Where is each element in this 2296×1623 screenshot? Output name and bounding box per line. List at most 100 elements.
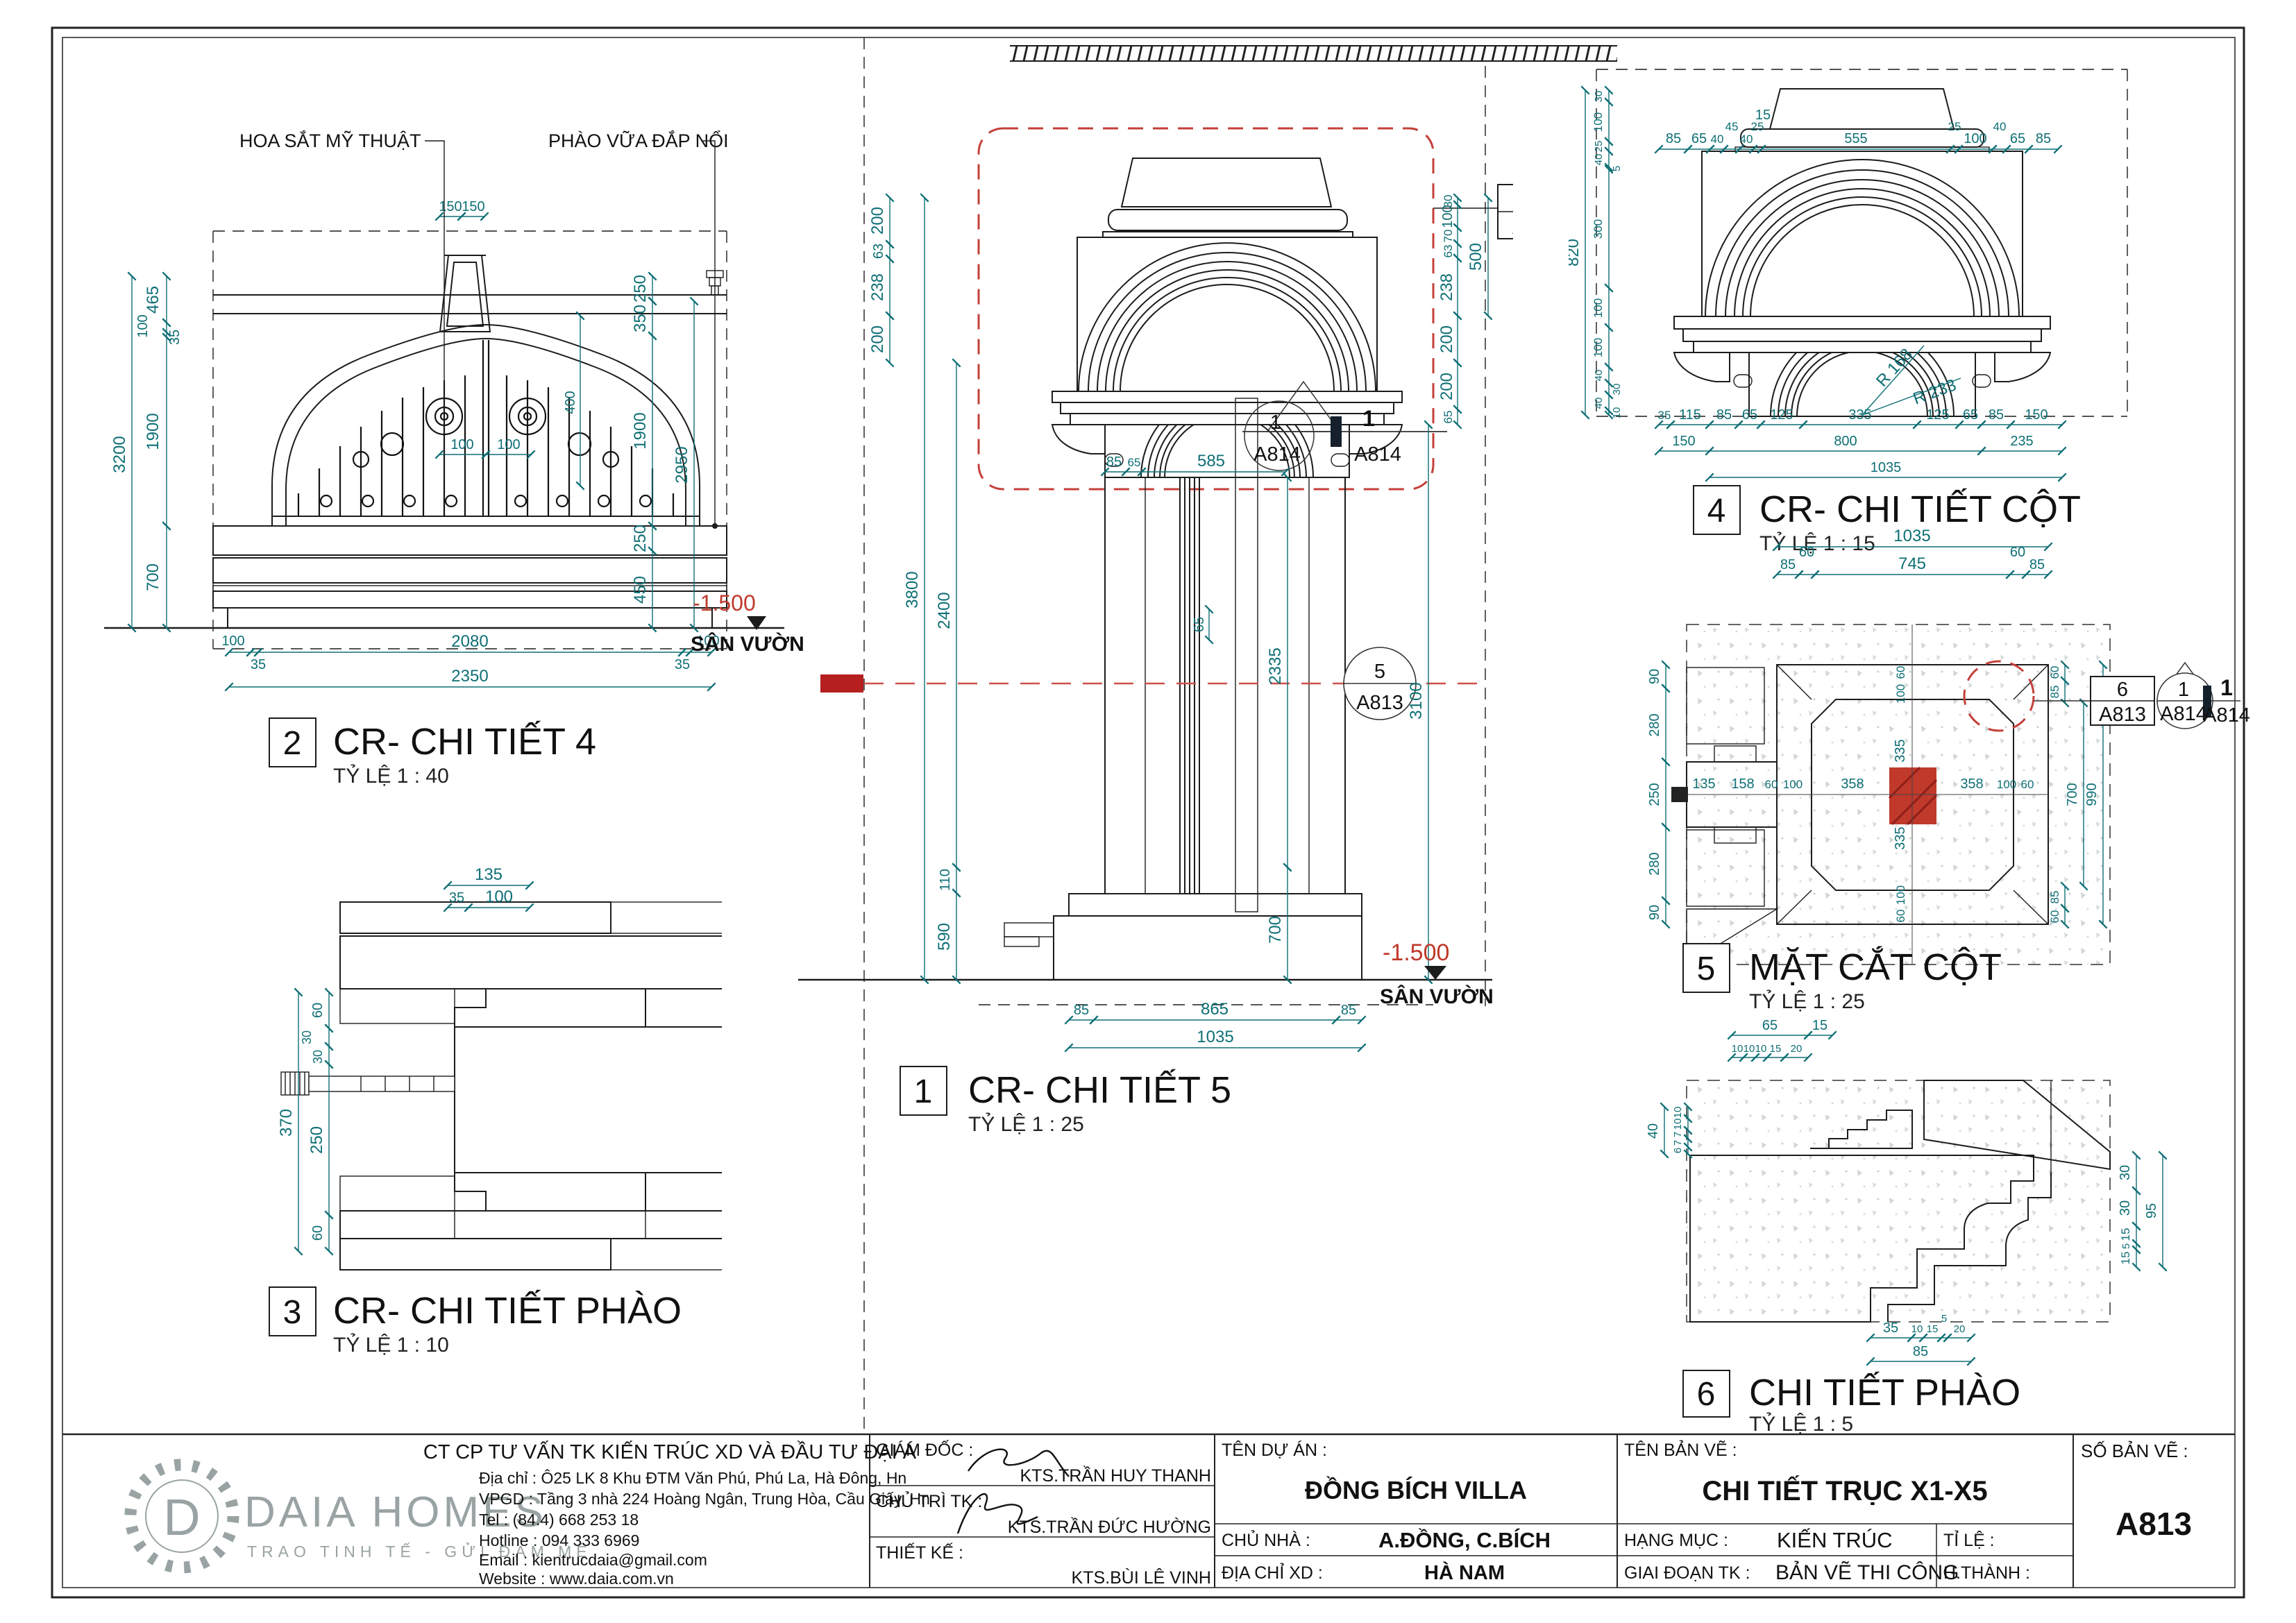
dim-label: 700 — [2065, 783, 2080, 806]
company-logo: D DAIA HOMES TRAO TINH TẾ - GỬI ĐAM MÊ — [124, 1459, 592, 1574]
company-name: CT CP TƯ VẤN TK KIẾN TRÚC XD VÀ ĐẦU TƯ Đ… — [423, 1440, 917, 1463]
dim-label: 100 — [1592, 112, 1605, 132]
column-head-enlarged — [1673, 88, 2052, 417]
dim-label: 100 — [1894, 885, 1907, 905]
detail-1-dimensions: 200 63 238 200 3800 2400 110 590 30 100 … — [868, 193, 1493, 1053]
dim-label: 15 — [1812, 1018, 1827, 1033]
dim-label: 500 — [1467, 243, 1485, 271]
dim-label: 70 — [1442, 230, 1455, 243]
dim-label: 200 — [868, 207, 887, 235]
project-name: ĐỒNG BÍCH VILLA — [1305, 1475, 1527, 1504]
anchor-plate — [1671, 787, 1688, 802]
dim-label: 35 — [675, 657, 690, 672]
dim-label: 63 — [871, 244, 886, 259]
plan-section-drawing — [1671, 624, 2111, 966]
title-block-grid — [62, 1433, 2235, 1588]
dim-label: 2335 — [1266, 647, 1285, 684]
section-cut-mark — [820, 674, 863, 692]
dim-label: 350 — [631, 305, 650, 332]
dim-label: 40 — [1711, 133, 1724, 146]
dim-label: 100 — [1997, 778, 2016, 791]
callout-number: 6 — [2117, 679, 2128, 701]
dim-label: 15 — [2119, 1252, 2132, 1265]
dim-label: 115 — [1679, 407, 1701, 423]
signer-name: KTS.BÙI LÊ VINH — [1072, 1567, 1211, 1588]
dim-label: 5 — [2120, 1243, 2132, 1249]
dim-label: 865 — [1201, 1000, 1229, 1019]
dim-label: 150 — [2025, 407, 2048, 423]
dim-label: 60 — [310, 1225, 326, 1241]
dim-label: 10 — [1672, 1119, 1684, 1130]
dim-label: 555 — [1844, 131, 1867, 146]
dim-label: 85 — [1106, 454, 1122, 470]
company-line: Email : kientrucdaia@gmail.com — [479, 1551, 707, 1569]
dim-label: 65 — [1691, 131, 1707, 146]
view-number: 4 — [1707, 493, 1726, 529]
ground-label: SÂN VƯỜN — [1380, 985, 1494, 1008]
dim-label: 35 — [1658, 409, 1671, 422]
signer-name: KTS.TRẦN ĐỨC HƯỜNG — [1008, 1517, 1211, 1537]
insulation-patch — [1686, 829, 1765, 907]
dim-label: 1035 — [1893, 527, 1930, 545]
done-label: H.THÀNH : — [1943, 1563, 2030, 1583]
company-line: Tel : (84.4) 668 253 18 — [479, 1511, 639, 1529]
steel-core-red — [1889, 767, 1936, 824]
red-highlight-circle — [1963, 660, 2035, 732]
dim-label: 150 — [462, 199, 484, 214]
logo-tagline: TRAO TINH TẾ - GỬI ĐAM MÊ — [247, 1541, 592, 1561]
dim-label: 200 — [1437, 325, 1456, 353]
gate-lantern — [439, 255, 491, 332]
dim-label: 15 — [2119, 1228, 2132, 1241]
dim-label: 60 — [2048, 666, 2061, 679]
detail-5-title: 5 MẶT CẮT CỘT TỶ LỆ 1 : 25 — [1682, 943, 2002, 1013]
dim-label: 135 — [475, 865, 503, 884]
dim-label: 25 — [1593, 141, 1605, 153]
dim-label: 250 — [307, 1126, 326, 1154]
dim-label: 85 — [2048, 686, 2061, 699]
callout-sheet: A813 — [1512, 216, 1513, 239]
view-number: 1 — [914, 1073, 933, 1110]
molding-corner-drawing — [1686, 1080, 2111, 1323]
dim-label: 358 — [1960, 776, 1983, 792]
dim-label: 35 — [449, 890, 464, 906]
dim-label: 235 — [2010, 434, 2033, 449]
drawing-name-label: TÊN BẢN VẼ : — [1624, 1439, 1737, 1460]
level-marker-value: -1.500 — [1383, 940, 1449, 966]
dim-label: 85 — [2036, 131, 2051, 146]
dim-label: 30 — [2118, 1200, 2133, 1216]
detail-4-boundary — [1596, 69, 2128, 417]
dim-label: 85 — [1074, 1003, 1089, 1018]
view-number: 6 — [1697, 1376, 1716, 1413]
dim-label: 3800 — [903, 571, 922, 608]
owner-name: A.ĐỒNG, C.BÍCH — [1378, 1527, 1551, 1552]
dim-label: 85 — [1666, 131, 1681, 146]
dim-label: 30 — [300, 1030, 314, 1044]
dim-label: 85 — [2029, 557, 2045, 572]
site-name: HÀ NAM — [1424, 1561, 1505, 1584]
dim-label: 100 — [485, 887, 513, 906]
company-line: Hotline : 094 333 6969 — [479, 1531, 639, 1549]
dim-label: 820 — [1569, 239, 1582, 266]
view-title: CR- CHI TIẾT 4 — [333, 721, 596, 763]
company-line: Website : www.daia.com.vn — [479, 1570, 674, 1588]
detail-3-molding-plan: 135 35 100 370 60 30 30 250 60 3 CR- CHI… — [269, 865, 722, 1357]
dim-label: 280 — [1647, 852, 1662, 875]
detail-6-dimensions: 65 15 10 10 10 15 20 40 10 10 7 7 6 30 3… — [1646, 1018, 2168, 1366]
dim-label: 370 — [277, 1109, 296, 1137]
dim-label: 65 — [1128, 456, 1141, 469]
dim-label: 60 — [310, 1003, 326, 1018]
drawing-column: TÊN BẢN VẼ : CHI TIẾT TRỤC X1-X5 HẠNG MỤ… — [1624, 1439, 2030, 1584]
dim-label: 35 — [167, 330, 183, 345]
dim-label: 700 — [1266, 916, 1285, 944]
dim-label: 1900 — [631, 412, 650, 449]
dim-label: 45 — [1725, 120, 1739, 133]
diagonal-beam — [1923, 1080, 2111, 1171]
section-flag-1-A814: 1 A814 1 A814 — [1242, 380, 1447, 471]
site-label: ĐỊA CHỈ XD : — [1222, 1562, 1323, 1583]
dim-label: 65 — [2010, 131, 2025, 146]
dim-label: 5 — [1611, 166, 1623, 171]
top-slab-hatch — [1010, 45, 1617, 62]
dim-label: 15 — [1770, 1043, 1782, 1055]
view-title: CR- CHI TIẾT CỘT — [1759, 488, 2081, 530]
